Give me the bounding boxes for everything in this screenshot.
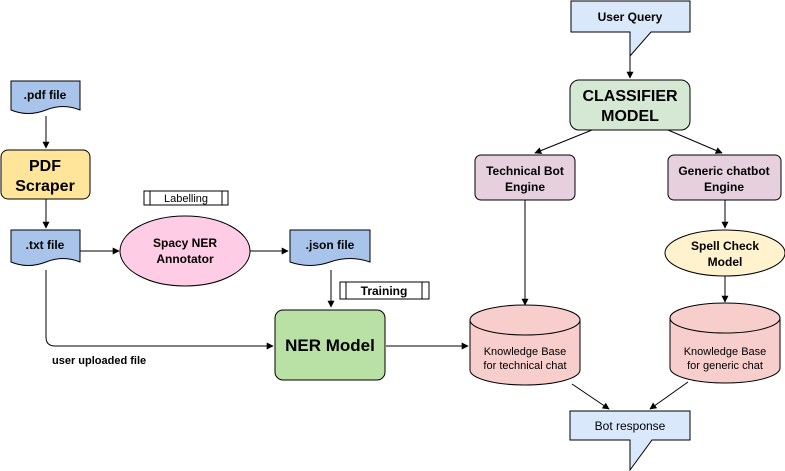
- pdf-scraper-label-2: Scraper: [15, 178, 75, 195]
- kb-technical-label-1: Knowledge Base: [484, 346, 567, 358]
- user-uploaded-label: user uploaded file: [52, 355, 146, 367]
- kb-technical-label-2: for technical chat: [483, 360, 566, 372]
- kb-generic-label-2: for generic chat: [687, 360, 763, 372]
- spacy-ner-node: Spacy NER Annotator: [119, 215, 251, 287]
- json-file-label: .json file: [306, 238, 355, 252]
- bot-response-node: Bot response: [569, 410, 691, 471]
- technical-bot-node: Technical Bot Engine: [474, 154, 576, 201]
- pdf-scraper-node: PDF Scraper: [0, 149, 91, 200]
- spell-check-label-2: Model: [708, 255, 743, 269]
- ner-model-node: NER Model: [274, 309, 386, 381]
- spell-check-node: Spell Check Model: [664, 229, 785, 277]
- training-tag: Training: [339, 281, 430, 300]
- pdf-scraper-label-1: PDF: [29, 158, 61, 175]
- kb-generic-label-1: Knowledge Base: [684, 346, 767, 358]
- kb-generic-node: Knowledge Base for generic chat: [669, 302, 781, 384]
- edge-classifier-to-generic: [667, 129, 723, 154]
- txt-file-node: .txt file: [10, 229, 81, 266]
- edges: [42, 56, 729, 410]
- json-file-node: .json file: [289, 229, 371, 266]
- generic-bot-label-2: Engine: [704, 180, 744, 194]
- technical-bot-label-1: Technical Bot: [486, 164, 564, 178]
- user-query-label: User Query: [598, 10, 663, 24]
- edge-classifier-to-tech: [534, 129, 593, 154]
- pdf-file-label: .pdf file: [24, 88, 67, 102]
- bot-response-label: Bot response: [595, 419, 666, 433]
- labelling-tag: Labelling: [143, 190, 229, 206]
- edge-txt-to-ner: [45, 270, 274, 350]
- spell-check-label-1: Spell Check: [691, 239, 759, 253]
- classifier-label-1: CLASSIFIER: [582, 88, 678, 105]
- technical-bot-label-2: Engine: [505, 180, 545, 194]
- spacy-ner-label-1: Spacy NER: [153, 236, 217, 250]
- labelling-label: Labelling: [164, 193, 208, 205]
- training-label: Training: [361, 284, 408, 298]
- pdf-file-node: .pdf file: [10, 80, 81, 114]
- classifier-label-2: MODEL: [601, 108, 659, 125]
- ner-model-label: NER Model: [285, 336, 375, 355]
- txt-file-label: .txt file: [26, 238, 65, 252]
- edge-kbtech-to-response: [571, 383, 610, 410]
- generic-bot-label-1: Generic chatbot: [678, 164, 769, 178]
- edge-kbgeneric-to-response: [649, 381, 689, 410]
- classifier-node: CLASSIFIER MODEL: [569, 79, 691, 131]
- user-query-node: User Query: [570, 0, 691, 58]
- generic-bot-node: Generic chatbot Engine: [667, 154, 782, 201]
- kb-technical-node: Knowledge Base for technical chat: [469, 304, 581, 386]
- spacy-ner-label-2: Annotator: [156, 252, 214, 266]
